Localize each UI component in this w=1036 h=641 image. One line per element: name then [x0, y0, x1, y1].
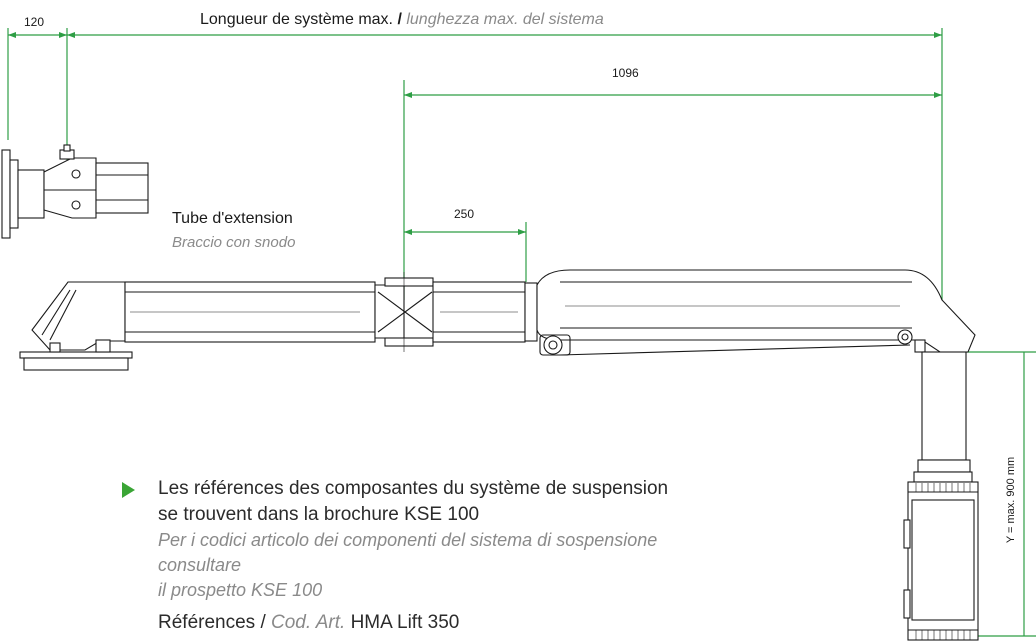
triangle-bullet-icon: [122, 482, 135, 498]
tube-label-fr: Tube d'extension: [172, 210, 293, 227]
dim-1096-label: 1096: [612, 66, 639, 80]
refs-fr: Références: [158, 612, 256, 633]
references-line: Références / Cod. Art. HMA Lift 350: [158, 612, 459, 634]
title-it: lunghezza max. del sistema: [406, 11, 604, 28]
title-fr: Longueur de système max.: [200, 11, 393, 28]
tube-label-it: Braccio con snodo: [172, 234, 295, 251]
refs-product: HMA Lift 350: [350, 612, 460, 633]
note-it-line1: Per i codici articolo dei componenti del…: [158, 530, 658, 575]
dim-120-label: 120: [24, 15, 44, 29]
refs-it: Cod. Art.: [271, 612, 346, 633]
dimension-arrows: [8, 32, 942, 235]
lift-ribs: [915, 483, 971, 640]
extension-tube: [19, 272, 526, 371]
wall-bracket: [1, 144, 149, 239]
dim-height-label: Y = max. 900 mm: [1005, 457, 1017, 543]
system-length-title: Longueur de système max. / lunghezza max…: [200, 11, 604, 28]
refs-separator: /: [260, 612, 266, 633]
info-note: Les références des composantes du systèm…: [122, 476, 718, 603]
note-fr-line1: Les références des composantes du systèm…: [158, 478, 669, 499]
note-it-line2: il prospetto KSE 100: [158, 580, 323, 600]
dim-250-label: 250: [454, 207, 474, 221]
spring-arm: [524, 269, 976, 356]
note-fr-line2: se trouvent dans la brochure KSE 100: [158, 504, 480, 525]
title-separator: /: [397, 11, 406, 28]
lift-column: [903, 351, 979, 641]
